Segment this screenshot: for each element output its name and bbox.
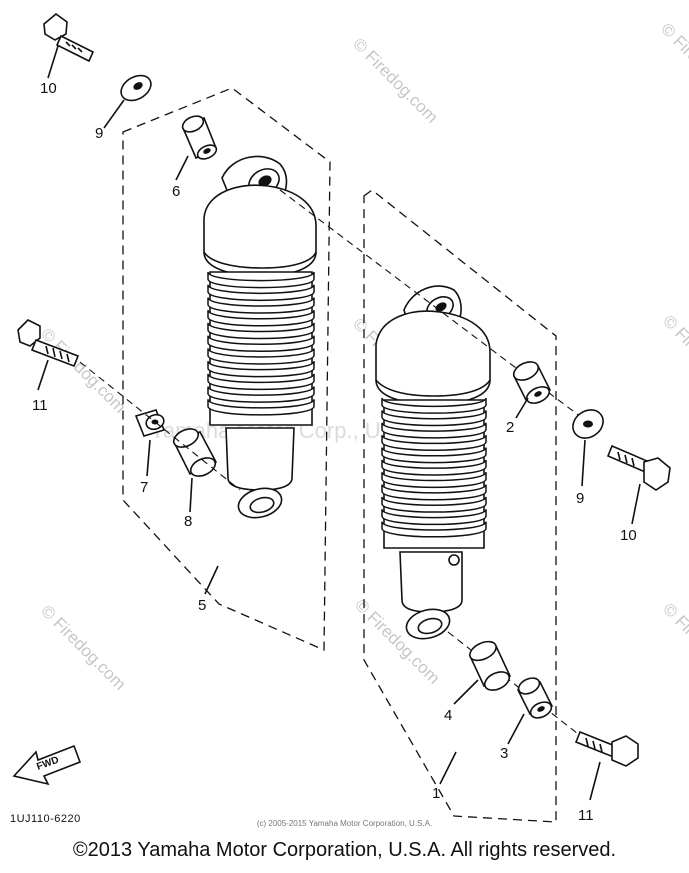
spring-coil — [207, 347, 315, 365]
bolt-10-top — [43, 12, 95, 63]
watermark-text: © Firedog.com — [37, 601, 129, 693]
leader-line — [439, 751, 457, 785]
spring-coil — [381, 409, 487, 427]
leader-line — [631, 483, 641, 525]
leader-line — [47, 45, 59, 79]
spring-coil — [207, 309, 315, 327]
callout-6: 6 — [172, 183, 180, 200]
callout-11-right: 11 — [578, 807, 594, 824]
watermark-text: © Firedog.com — [37, 324, 129, 416]
collar-8 — [172, 428, 218, 477]
leader-line — [103, 99, 125, 129]
callout-9-right: 9 — [576, 490, 584, 507]
shock-absorber-right — [375, 285, 491, 640]
assembly-outline-right — [363, 189, 557, 823]
shock-absorber-left — [203, 155, 317, 519]
callout-10-right: 10 — [620, 527, 637, 544]
spring-coil — [207, 385, 315, 403]
watermark-layer: © Firedog.com © Firedog.com © Firedog.co… — [37, 19, 689, 693]
washer-9-top — [120, 74, 152, 102]
leader-line — [189, 477, 193, 513]
collar-2 — [512, 361, 552, 404]
spring-coil — [207, 398, 315, 416]
axis-line — [79, 361, 241, 491]
callout-10-top: 10 — [40, 80, 57, 97]
leader-line — [515, 397, 529, 419]
watermark-text: © Firedog.com — [657, 19, 689, 111]
assembly-outline-left — [122, 87, 331, 651]
leader-line — [453, 679, 479, 705]
callout-11-left: 11 — [32, 397, 48, 414]
callout-4: 4 — [444, 707, 452, 724]
callout-1: 1 — [432, 785, 440, 802]
spring-coil — [207, 271, 315, 289]
collar-3 — [516, 677, 554, 719]
diagram-code: 1UJ110-6220 — [10, 813, 81, 825]
spring-coil — [381, 422, 487, 439]
spring-coil — [381, 446, 487, 464]
watermark-text: © Firedog.com — [659, 311, 689, 403]
watermark-text: © Firedog.com — [659, 599, 689, 691]
spring-coil — [381, 483, 487, 501]
leader-line — [146, 439, 151, 477]
collar-4 — [468, 640, 512, 691]
leader-line — [581, 439, 586, 487]
leader-line — [204, 565, 219, 595]
copyright-notice: ©2013 Yamaha Motor Corporation, U.S.A. A… — [72, 839, 617, 861]
bolt-11-left — [17, 319, 80, 368]
spring-coil — [207, 322, 315, 340]
leader-line — [507, 713, 525, 745]
collar-6 — [181, 115, 218, 160]
spring-coil — [207, 334, 315, 352]
watermark-text: © Firedog.com — [349, 34, 441, 126]
callout-9-top: 9 — [95, 125, 103, 142]
leader-line — [37, 359, 49, 391]
spring-coil — [207, 296, 315, 314]
spring-coil — [207, 360, 315, 378]
washer-9-right — [572, 409, 604, 439]
axis-line — [447, 631, 597, 749]
bolt-10-right — [606, 444, 671, 491]
spring-coil — [381, 496, 487, 513]
spring-coil — [207, 373, 315, 391]
spring-coil — [381, 508, 487, 526]
small-credit: (c) 2005-2015 Yamaha Motor Corporation, … — [256, 819, 433, 828]
spring-coil — [381, 397, 487, 414]
spring-coil — [381, 471, 487, 489]
fwd-arrow-icon: FWD — [12, 744, 82, 786]
spring-coil — [381, 459, 487, 476]
callout-8: 8 — [184, 513, 192, 530]
leader-line — [589, 761, 601, 801]
callout-7: 7 — [140, 479, 148, 496]
spring-coil — [207, 284, 315, 302]
callout-3: 3 — [500, 745, 508, 762]
spring-coil — [381, 520, 487, 538]
spring-coil — [381, 434, 487, 451]
callout-2: 2 — [506, 419, 514, 436]
callout-5: 5 — [198, 597, 206, 614]
leader-line — [175, 155, 189, 181]
bolt-11-right — [574, 730, 639, 767]
callout-labels: 10 9 6 11 7 8 5 2 9 10 4 3 1 11 — [32, 80, 637, 824]
